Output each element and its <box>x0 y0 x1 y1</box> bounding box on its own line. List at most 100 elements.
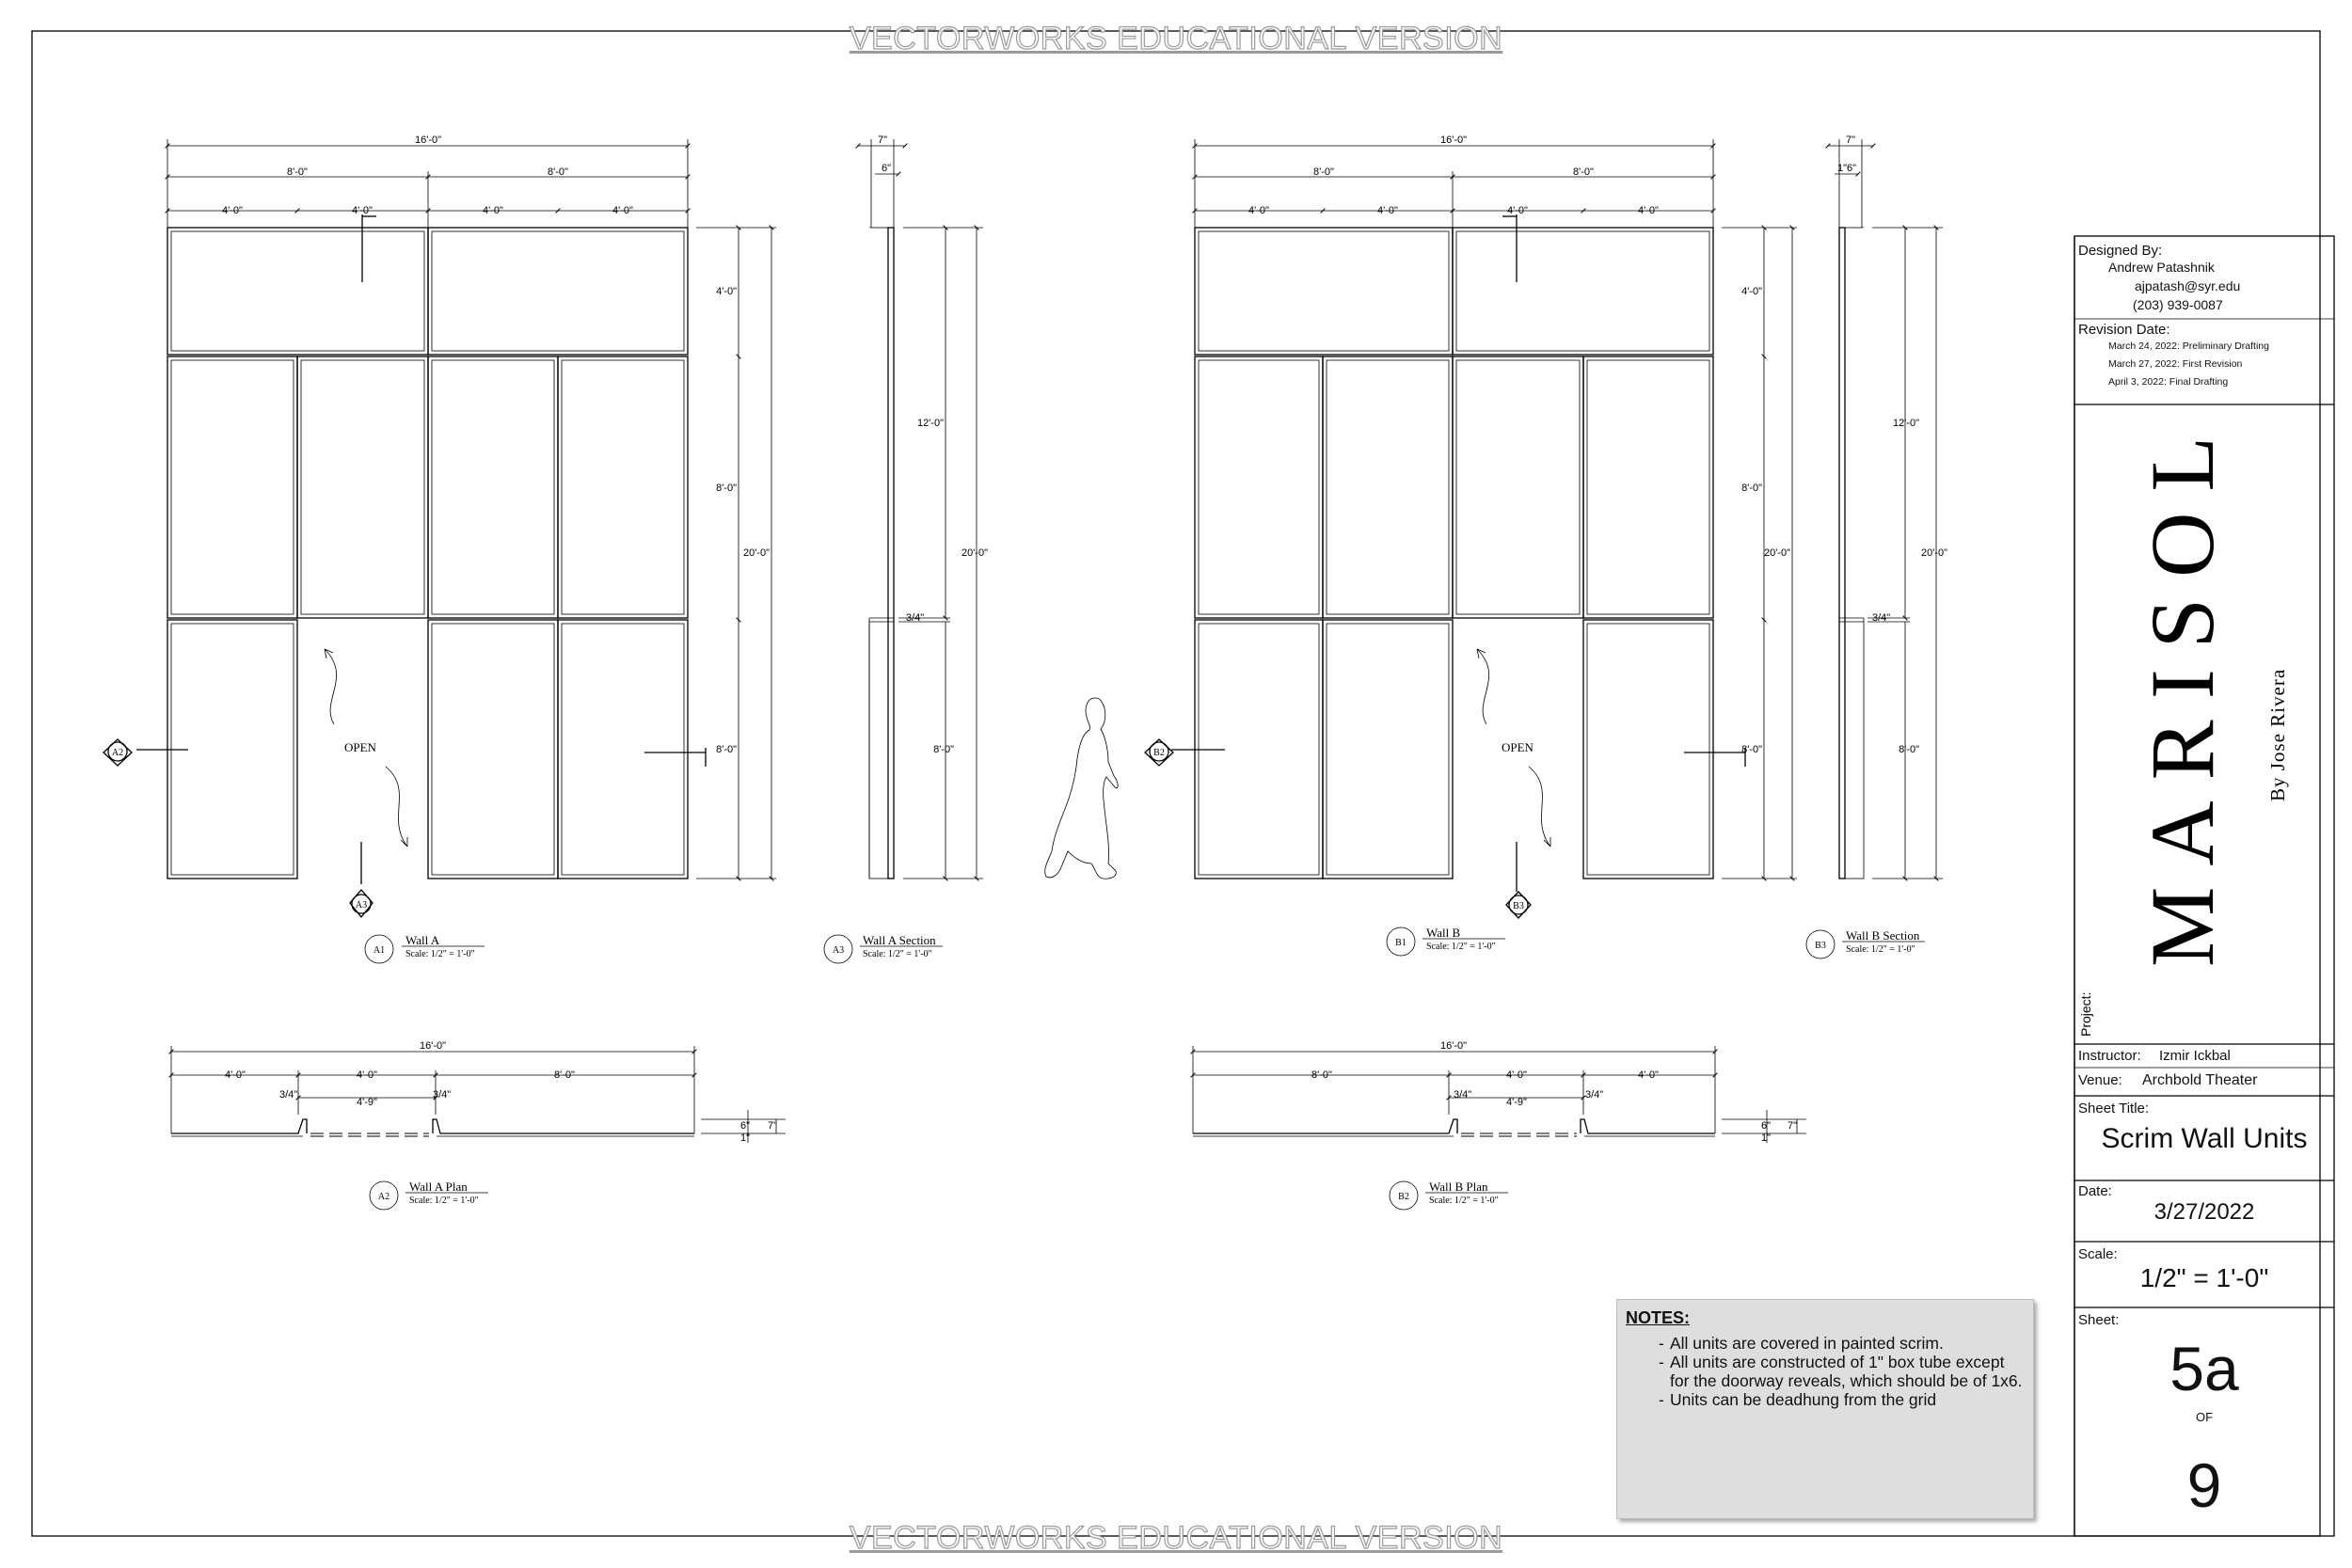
dim-b-4-4: 4'-0" <box>1638 205 1659 216</box>
dim-a-4-2: 4'-0" <box>352 205 373 216</box>
scale-value: 1/2" = 1'-0" <box>2139 1263 2269 1292</box>
view-title-b2: B2 Wall B Plan Scale: 1/2" = 1'-0" <box>1389 1180 1508 1211</box>
wall-b-section <box>1825 139 1943 881</box>
svg-text:Wall B Plan: Wall B Plan <box>1429 1180 1488 1194</box>
human-figure-scale <box>1044 697 1119 879</box>
svg-text:Scale: 1/2" = 1'-0": Scale: 1/2" = 1'-0" <box>863 949 932 959</box>
playwright-credit: By Jose Rivera <box>2266 669 2289 801</box>
svg-text:Wall A: Wall A <box>405 933 440 947</box>
dim-a2-34-left: 3/4" <box>279 1089 297 1101</box>
svg-text:B3: B3 <box>1815 941 1826 951</box>
svg-text:B1: B1 <box>1395 938 1406 948</box>
view-title-a1: A1 Wall A Scale: 1/2" = 1'-0" <box>364 933 485 964</box>
svg-text:Wall B: Wall B <box>1426 926 1460 940</box>
dim-b2-34-left: 3/4" <box>1454 1089 1471 1101</box>
dim-a3-34: 3/4" <box>906 612 924 624</box>
dim-b3-12: 12'-0" <box>1893 418 1919 429</box>
notes-list: All units are covered in painted scrim. … <box>1659 1334 2026 1409</box>
section-marker-b3 <box>1505 891 1532 919</box>
dim-b3-7: 7" <box>1846 135 1855 146</box>
dim-b-4-1: 4'-0" <box>1248 205 1269 216</box>
svg-text:Scale: 1/2" = 1'-0": Scale: 1/2" = 1'-0" <box>405 949 475 959</box>
dim-b2-49: 4'-9" <box>1506 1097 1527 1108</box>
dim-a3-12: 12'-0" <box>917 418 944 429</box>
svg-text:Scale: 1/2" = 1'-0": Scale: 1/2" = 1'-0" <box>409 1196 479 1206</box>
section-marker-a2 <box>103 738 133 767</box>
dim-b-4-2: 4'-0" <box>1377 205 1398 216</box>
dim-b-h20: 20'-0" <box>1764 547 1790 559</box>
wall-a-elevation <box>136 214 707 884</box>
dim-a2-8: 8'-0" <box>554 1069 575 1081</box>
designer-phone: (203) 939-0087 <box>2133 297 2223 312</box>
dim-a3-20: 20'-0" <box>961 547 988 559</box>
dim-a2-16: 16'-0" <box>420 1040 446 1052</box>
sheet-title-label: Sheet Title: <box>2078 1101 2150 1117</box>
dim-a-width-8-right: 8'-0" <box>548 166 568 178</box>
dim-a2-49: 4'-9" <box>357 1097 377 1108</box>
section-marker-b2 <box>1144 738 1174 767</box>
dim-a-4-3: 4'-0" <box>483 205 503 216</box>
dim-a-width-8-left: 8'-0" <box>287 166 308 178</box>
revision-label: Revision Date: <box>2078 322 2170 338</box>
date-value: 3/27/2022 <box>2153 1199 2255 1225</box>
of-label: OF <box>2195 1410 2214 1424</box>
dim-b-4-3: 4'-0" <box>1507 205 1528 216</box>
dim-a2-34-right: 3/4" <box>433 1089 451 1101</box>
notes-heading: NOTES: <box>1626 1308 1691 1327</box>
dim-a-h4: 4'-0" <box>716 286 737 297</box>
dim-a2-4-mid: 4'-0" <box>357 1069 377 1081</box>
marker-b3-text: B3 <box>1513 901 1524 911</box>
svg-text:Wall B Section: Wall B Section <box>1846 928 1920 942</box>
dim-b2-4-right: 4'-0" <box>1638 1069 1659 1081</box>
wall-a-dimensions <box>165 139 776 881</box>
svg-text:Wall A Section: Wall A Section <box>863 933 936 947</box>
dim-a2-1: 1" <box>740 1132 750 1144</box>
dim-b-width-8-left: 8'-0" <box>1313 166 1334 178</box>
wall-b-plan <box>1190 1046 1806 1143</box>
marker-a3-text: A3 <box>356 900 367 911</box>
dim-a-width-16: 16'-0" <box>415 135 441 146</box>
project-title: MARISOL <box>2132 416 2233 967</box>
svg-text:Scale: 1/2" = 1'-0": Scale: 1/2" = 1'-0" <box>1846 944 1915 955</box>
dim-b2-1: 1" <box>1761 1132 1771 1144</box>
view-title-b1: B1 Wall B Scale: 1/2" = 1'-0" <box>1386 926 1505 957</box>
dim-b-h8-low: 8'-0" <box>1741 744 1762 755</box>
dim-b2-7: 7" <box>1788 1120 1797 1132</box>
dim-b-width-16: 16'-0" <box>1440 135 1467 146</box>
svg-text:A3: A3 <box>833 945 844 956</box>
note-item: All units are covered in painted scrim. <box>1659 1334 2026 1353</box>
sheet-number: 5a <box>2169 1334 2239 1403</box>
dim-a-h8-low: 8'-0" <box>716 744 737 755</box>
wall-b-dimensions <box>1192 139 1797 881</box>
instructor-name: Izmir Ickbal <box>2159 1048 2231 1064</box>
revision-1: March 24, 2022: Preliminary Drafting <box>2108 341 2269 352</box>
dim-a3-6: 6" <box>882 163 891 174</box>
marker-a2-text: A2 <box>112 748 123 758</box>
svg-text:Scale: 1/2" = 1'-0": Scale: 1/2" = 1'-0" <box>1426 942 1496 952</box>
scale-label: Scale: <box>2078 1246 2118 1262</box>
sheet-border <box>31 30 2321 1537</box>
dim-a-4-1: 4'-0" <box>222 205 243 216</box>
marker-b2-text: B2 <box>1153 748 1165 758</box>
section-marker-a3 <box>349 889 373 919</box>
venue-name: Archbold Theater <box>2142 1072 2258 1088</box>
wall-b-elevation <box>1171 214 1746 892</box>
sheet-title-section: Sheet Title: Scrim Wall Units <box>2074 1101 2334 1180</box>
dim-a2-6: 6" <box>740 1120 750 1132</box>
instructor-label: Instructor: <box>2078 1048 2141 1064</box>
note-item: Units can be deadhung from the grid <box>1659 1390 2026 1409</box>
dim-b3-20: 20'-0" <box>1921 547 1947 559</box>
dim-a3-7: 7" <box>878 135 887 146</box>
watermark-top: VECTORWORKS EDUCATIONAL VERSION <box>849 20 1503 56</box>
dim-b3-16: 1"6" <box>1837 163 1856 174</box>
open-label-a: OPEN <box>344 740 377 754</box>
sheet-total: 9 <box>2186 1450 2222 1520</box>
dim-b-h8-mid: 8'-0" <box>1741 483 1762 494</box>
dim-b3-34: 3/4" <box>1872 612 1890 624</box>
dim-b2-6: 6" <box>1761 1120 1771 1132</box>
dim-b-h4: 4'-0" <box>1741 286 1762 297</box>
dim-b-width-8-right: 8'-0" <box>1573 166 1594 178</box>
watermark-bottom: VECTORWORKS EDUCATIONAL VERSION <box>849 1519 1503 1556</box>
svg-text:A1: A1 <box>373 945 385 956</box>
dim-a-h8-mid: 8'-0" <box>716 483 737 494</box>
